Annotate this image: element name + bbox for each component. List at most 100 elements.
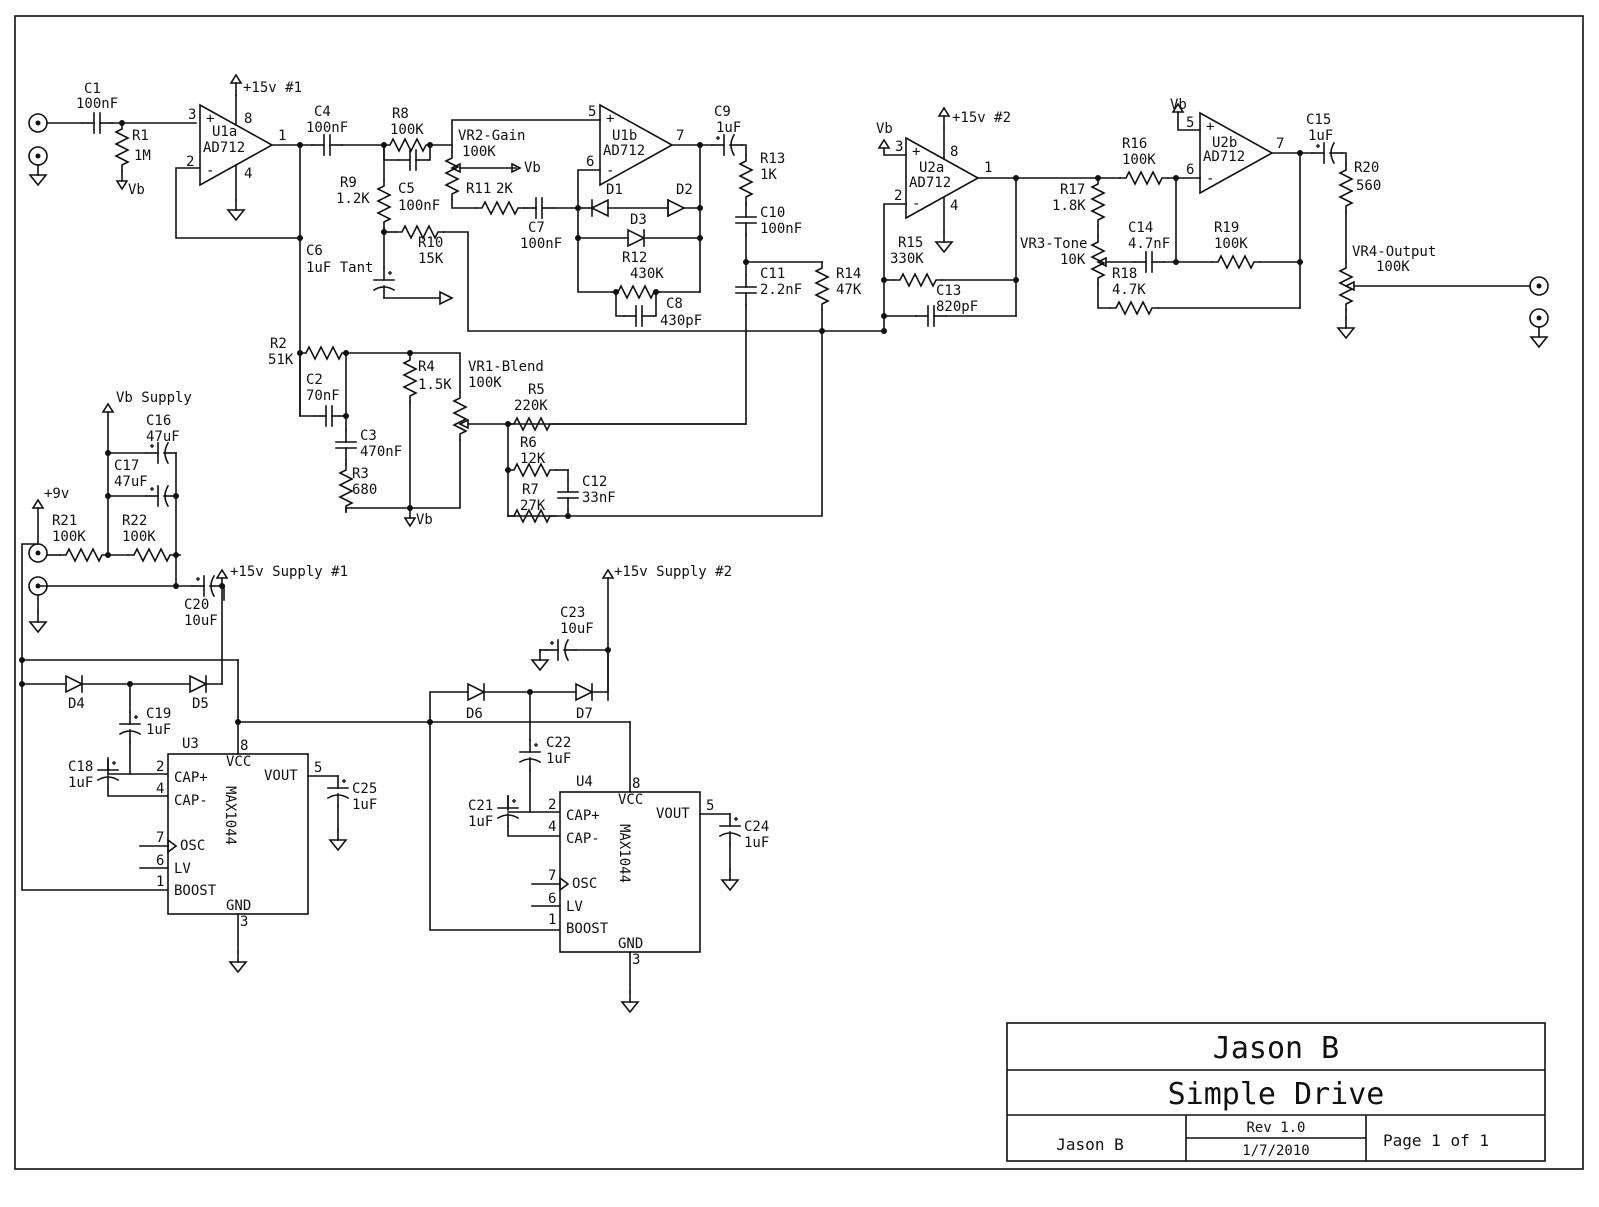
- u2a-pin2: 2: [894, 188, 902, 204]
- c13-value: 820pF: [936, 299, 978, 315]
- input-jack-ground[interactable]: [28, 146, 48, 166]
- c6-ref: C6: [306, 243, 323, 259]
- u4-pin2: 2: [548, 797, 556, 813]
- r5-ref: R5: [528, 382, 545, 398]
- u2b-pin5: 5: [1186, 115, 1194, 131]
- u1b-part: AD712: [603, 143, 645, 159]
- c16-ref: C16: [146, 413, 171, 429]
- u3-ref: U3: [182, 736, 199, 752]
- u2a-ref: U2a: [919, 160, 944, 176]
- u2b-vb: Vb: [1170, 97, 1187, 113]
- u2a-pin4: 4: [950, 198, 958, 214]
- c2-ref: C2: [306, 372, 323, 388]
- r2-value: 51K: [268, 352, 294, 368]
- u2b-pin7: 7: [1276, 136, 1284, 152]
- c25-ref: C25: [352, 781, 377, 797]
- r14-ref: R14: [836, 266, 861, 282]
- u2b-part: AD712: [1203, 149, 1245, 165]
- r9-value: 1.2K: [336, 191, 370, 207]
- r15-ref: R15: [898, 235, 923, 251]
- u1b-ref: U1b: [612, 128, 637, 144]
- u3-osc: OSC: [180, 838, 205, 854]
- r6-ref: R6: [520, 435, 537, 451]
- u4-lv: LV: [566, 899, 583, 915]
- u4-pin8: 8: [632, 776, 640, 792]
- d6-ref: D6: [466, 706, 483, 722]
- u3-part: MAX1044: [222, 786, 238, 845]
- r1-vb: Vb: [128, 182, 145, 198]
- r17-ref: R17: [1060, 182, 1085, 198]
- c17-ref: C17: [114, 458, 139, 474]
- r11-ref: R11: [466, 181, 491, 197]
- r3-value: 680: [352, 482, 377, 498]
- c20-ref: C20: [184, 597, 209, 613]
- u4-capp: CAP+: [566, 808, 600, 824]
- output-jack[interactable]: [1529, 276, 1549, 296]
- c10-value: 100nF: [760, 221, 802, 237]
- u3-lv: LV: [174, 861, 191, 877]
- c15-value: 1uF: [1308, 128, 1333, 144]
- page-number: Page 1 of 1: [1383, 1131, 1489, 1150]
- c12-ref: C12: [582, 474, 607, 490]
- u2a-pin3: 3: [895, 139, 903, 155]
- r10-value: 15K: [418, 251, 444, 267]
- u3-pin3: 3: [240, 914, 248, 930]
- date: 1/7/2010: [1242, 1143, 1309, 1159]
- u3-capp: CAP+: [174, 770, 208, 786]
- r19-value: 100K: [1214, 236, 1248, 252]
- u1a-pin1: 1: [278, 128, 286, 144]
- c7-ref: C7: [528, 220, 545, 236]
- u2a-pin8: 8: [950, 144, 958, 160]
- c11-value: 2.2nF: [760, 282, 802, 298]
- input-jack[interactable]: [28, 113, 48, 133]
- u3-pin2: 2: [156, 759, 164, 775]
- u2a-pin1: 1: [984, 160, 992, 176]
- dc-jack-9v[interactable]: [28, 543, 48, 563]
- r2-ref: R2: [270, 336, 287, 352]
- u4-pin5: 5: [706, 798, 714, 814]
- u3-gnd: GND: [226, 898, 251, 914]
- u1b-pin6: 6: [586, 154, 594, 170]
- c24-value: 1uF: [744, 835, 769, 851]
- c2-value: 70nF: [306, 388, 340, 404]
- r12-value: 430K: [630, 266, 664, 282]
- r6-value: 12K: [520, 451, 546, 467]
- r4-vb: Vb: [416, 512, 433, 528]
- supply-9v: +9v: [44, 486, 69, 502]
- c22-ref: C22: [546, 735, 571, 751]
- u1a-part: AD712: [203, 140, 245, 156]
- vr4-ref: VR4-Output: [1352, 244, 1436, 260]
- r13-value: 1K: [760, 167, 777, 183]
- vr1-value: 100K: [468, 375, 502, 391]
- u4-pin4: 4: [548, 819, 556, 835]
- c15-ref: C15: [1306, 112, 1331, 128]
- d2-ref: D2: [676, 182, 693, 198]
- r7-value: 27K: [520, 498, 546, 514]
- vr3-ref: VR3-Tone: [1020, 236, 1087, 252]
- supply-15v-2: +15v Supply #2: [614, 564, 732, 580]
- vr4-value: 100K: [1376, 259, 1410, 275]
- c18-value: 1uF: [68, 775, 93, 791]
- u4-capm: CAP-: [566, 831, 600, 847]
- c21-ref: C21: [468, 798, 493, 814]
- c8-ref: C8: [666, 296, 683, 312]
- r5-value: 220K: [514, 398, 548, 414]
- u2a-vb: Vb: [876, 121, 893, 137]
- c25-value: 1uF: [352, 797, 377, 813]
- u4-pin7: 7: [548, 868, 556, 884]
- c12-value: 33nF: [582, 490, 616, 506]
- r1-ref: R1: [132, 128, 149, 144]
- r3-ref: R3: [352, 466, 369, 482]
- d4-ref: D4: [68, 696, 85, 712]
- c6-value: 1uF Tant: [306, 260, 373, 276]
- c7-value: 100nF: [520, 236, 562, 252]
- u3-pin7: 7: [156, 830, 164, 846]
- output-jack-ground[interactable]: [1529, 308, 1549, 328]
- u1a-pin3: 3: [188, 107, 196, 123]
- c4-ref: C4: [314, 104, 331, 120]
- u1a-ref: U1a: [212, 124, 237, 140]
- title-name: Simple Drive: [1168, 1077, 1385, 1112]
- vr2-value: 100K: [462, 144, 496, 160]
- c3-value: 470nF: [360, 444, 402, 460]
- c1-value: 100nF: [76, 96, 118, 112]
